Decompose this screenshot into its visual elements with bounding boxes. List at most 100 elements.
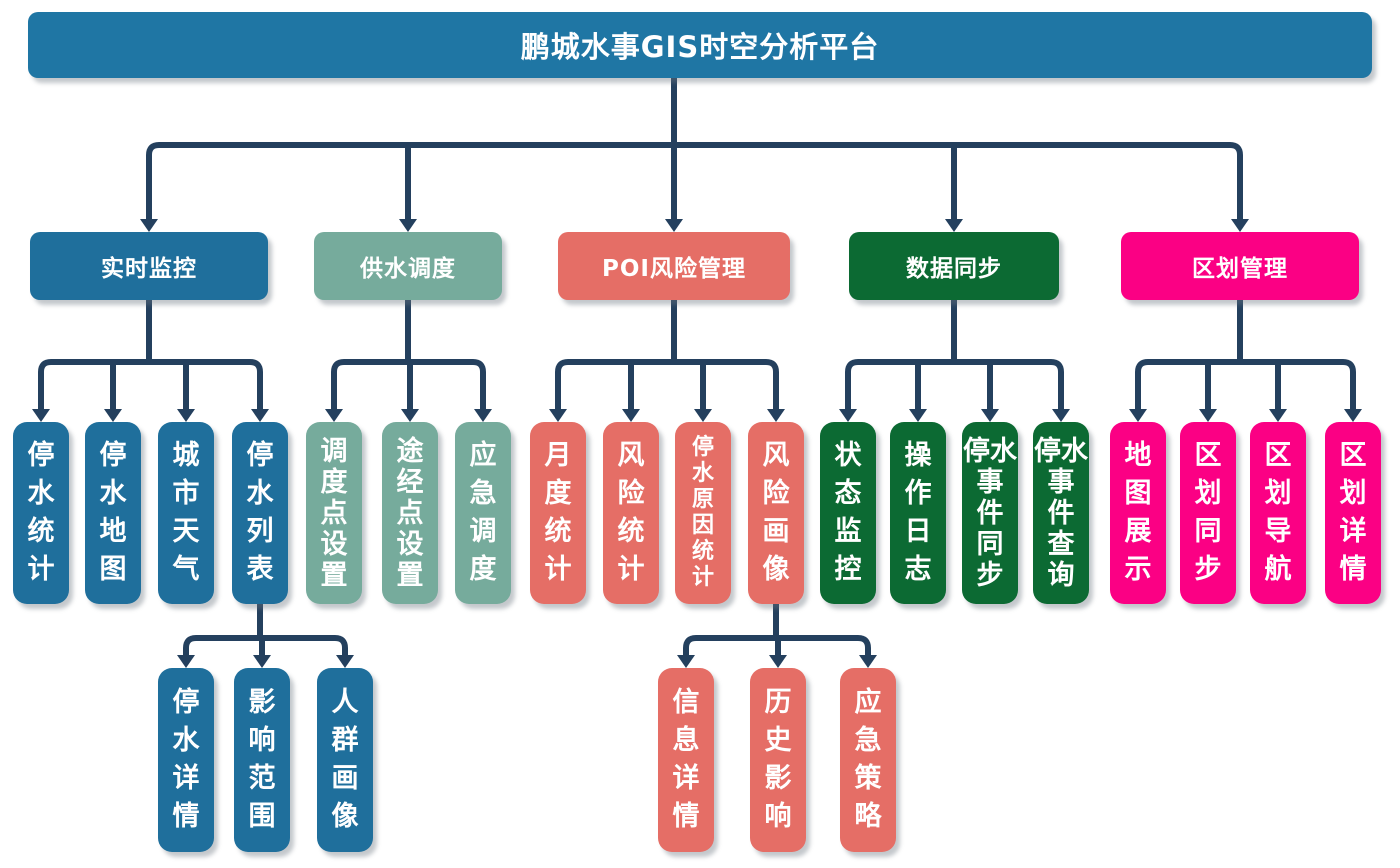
node-label-line: 停	[172, 687, 200, 718]
node-label-line: 查	[1047, 528, 1075, 560]
node-label-line: 度	[544, 478, 572, 509]
connector-path	[1135, 297, 1356, 414]
arrowhead-icon	[767, 409, 785, 422]
node-label-line: 区	[1194, 440, 1222, 471]
node-risk-stats: 风险统计	[603, 422, 659, 604]
arrowhead-icon	[1344, 409, 1362, 422]
node-label-line: 息	[672, 725, 700, 756]
arrowhead-icon	[140, 219, 158, 232]
node-label-line: 原	[691, 487, 714, 512]
arrowhead-icon	[549, 409, 567, 422]
node-label-line: 事	[976, 466, 1004, 498]
arrowhead-icon	[622, 409, 640, 422]
node-label-line: 响	[248, 725, 276, 756]
connector-path	[845, 297, 1064, 414]
node-waypoint-setting: 途经点设置	[382, 422, 438, 604]
node-map-display: 地图展示	[1110, 422, 1166, 604]
arrowhead-icon	[32, 409, 50, 422]
connector-path	[555, 297, 779, 414]
node-label-line: 件	[976, 497, 1004, 529]
node-label-line: 地	[99, 516, 127, 547]
node-label-line: 操	[904, 440, 932, 471]
arrowhead-icon	[839, 409, 857, 422]
node-water-dispatch: 供水调度	[314, 232, 502, 300]
node-label-line: 事	[1047, 466, 1075, 498]
node-label-line: 划	[1194, 478, 1222, 509]
node-district-detail: 区划详情	[1325, 422, 1381, 604]
node-outage-cause-stats: 停水原因统计	[675, 422, 731, 604]
arrowhead-icon	[909, 409, 927, 422]
node-label-line: 水	[172, 725, 200, 756]
node-label-line: 志	[904, 554, 932, 585]
arrowhead-icon	[177, 409, 195, 422]
node-label-line: 导	[1264, 516, 1292, 547]
node-district-nav: 区划导航	[1250, 422, 1306, 604]
node-label-line: 监	[834, 516, 862, 547]
node-label-line: 统	[617, 516, 645, 547]
arrowhead-icon	[177, 655, 195, 668]
node-district-sync: 区划同步	[1180, 422, 1236, 604]
node-label-line: 划	[1264, 478, 1292, 509]
node-label-line: 同	[976, 528, 1004, 560]
node-emergency-strategy: 应急策略	[840, 668, 896, 852]
node-label-line: 图	[1124, 478, 1152, 509]
node-label-line: 调	[320, 435, 348, 467]
node-label-line: 应	[469, 440, 497, 471]
node-label-line: 途	[396, 435, 424, 467]
node-label-line: 水	[27, 478, 55, 509]
node-label-line: 置	[320, 559, 348, 591]
node-label-line: 响	[764, 801, 792, 832]
node-label-line: 详	[1339, 516, 1367, 547]
page-title: 鹏城水事GIS时空分析平台	[28, 12, 1372, 78]
node-label-line: 范	[248, 763, 276, 794]
arrowhead-icon	[401, 409, 419, 422]
node-label-line: 影	[764, 763, 792, 794]
node-label-line: 设	[320, 528, 348, 560]
arrowhead-icon	[1052, 409, 1070, 422]
node-label-line: 风	[762, 440, 790, 471]
node-label-line: 同	[1194, 516, 1222, 547]
arrowhead-icon	[336, 655, 354, 668]
page-title-label: 鹏城水事GIS时空分析平台	[520, 30, 880, 64]
arrowhead-icon	[253, 655, 271, 668]
node-emergency-dispatch: 应急调度	[455, 422, 511, 604]
node-label-line: 影	[248, 687, 276, 718]
node-label-line: 点	[396, 497, 424, 529]
arrowhead-icon	[1129, 409, 1147, 422]
node-label-line: 详	[672, 763, 700, 794]
node-label-line: 略	[854, 801, 882, 832]
node-label-line: 风	[617, 440, 645, 471]
node-operation-log: 操作日志	[890, 422, 946, 604]
node-label-line: 水	[99, 478, 127, 509]
node-label-line: 区	[1264, 440, 1292, 471]
node-city-weather: 城市天气	[158, 422, 214, 604]
node-label-line: 应	[854, 687, 882, 718]
node-risk-portrait: 风险画像	[748, 422, 804, 604]
arrowhead-icon	[677, 655, 695, 668]
node-label-line: 停	[27, 440, 55, 471]
node-label: 数据同步	[906, 256, 1002, 282]
node-label-line: 停水	[1034, 435, 1088, 467]
node-label-line: 气	[172, 554, 200, 585]
node-label-line: 表	[246, 554, 274, 585]
node-label-line: 像	[331, 801, 359, 832]
arrowhead-icon	[1269, 409, 1287, 422]
node-label-line: 示	[1124, 554, 1152, 585]
node-label-line: 停水	[963, 435, 1017, 467]
node-info-detail: 信息详情	[658, 668, 714, 852]
node-label-line: 因	[691, 513, 714, 538]
arrowhead-icon	[945, 219, 963, 232]
node-label-line: 控	[834, 554, 862, 585]
node-label-line: 经	[396, 466, 424, 498]
node-label-line: 状	[834, 440, 862, 471]
node-label-line: 天	[172, 516, 200, 547]
node-label-line: 情	[672, 801, 700, 832]
node-data-sync: 数据同步	[849, 232, 1059, 300]
node-label-line: 统	[544, 516, 572, 547]
node-status-monitor: 状态监控	[820, 422, 876, 604]
node-label-line: 情	[172, 801, 200, 832]
node-realtime-monitoring: 实时监控	[30, 232, 268, 300]
node-label-line: 人	[331, 687, 359, 718]
node-monthly-stats: 月度统计	[530, 422, 586, 604]
arrowhead-icon	[474, 409, 492, 422]
